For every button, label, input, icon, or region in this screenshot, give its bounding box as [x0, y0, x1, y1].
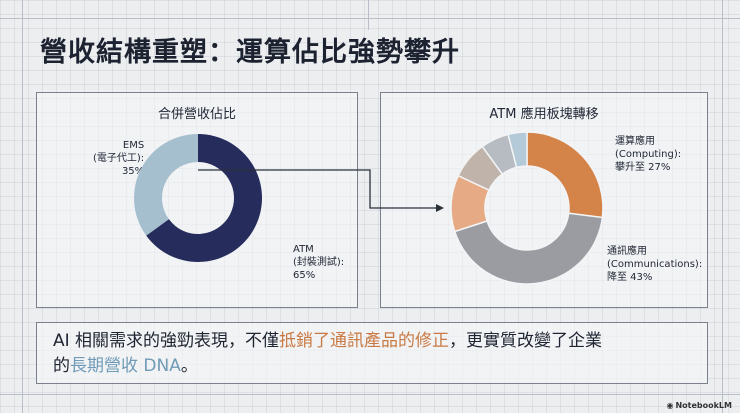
pie-label-line: ATM — [293, 244, 314, 255]
pie-label-line: (Computing): — [615, 149, 682, 160]
donut-chart-atm — [450, 131, 604, 285]
frame-line-right — [722, 0, 723, 413]
pie-label-line: 降至 43% — [607, 272, 653, 283]
atm-slice-1 — [453, 212, 604, 285]
quote-text: ，更實質改變了企業 — [449, 331, 603, 351]
brand-watermark: ◉NotebookLM — [666, 401, 732, 410]
pie-label-line: 運算應用 — [615, 136, 655, 147]
pie-label-line: 通訊應用 — [607, 246, 647, 257]
pie-label-line: (Communications): — [607, 259, 703, 270]
frame-line-top — [0, 18, 740, 19]
frame-line-bottom — [0, 394, 740, 395]
consolidated-slice-1 — [134, 134, 198, 236]
pie-label-line: 35% — [121, 166, 145, 177]
brand-label: NotebookLM — [675, 401, 732, 410]
pie-label-atm: ATM (封裝測試): 65% — [293, 243, 344, 282]
quote-highlight-dna: 長期營收 DNA — [70, 356, 181, 376]
quote-text: 的 — [53, 356, 70, 376]
quote-text: 。 — [180, 356, 198, 376]
pie-label-computing: 運算應用 (Computing): 攀升至 27% — [615, 135, 681, 174]
consolidated-slice-0 — [146, 134, 262, 262]
donut-chart-consolidated — [134, 134, 262, 262]
pie-label-line: 65% — [293, 270, 316, 281]
quote-text: AI 相關需求的強勁表現，不僅 — [53, 331, 280, 351]
frame-line-mid — [368, 0, 369, 30]
connector-arrow-head — [436, 204, 444, 212]
summary-quote: AI 相關需求的強勁表現，不僅抵銷了通訊產品的修正，更實質改變了企業 的長期營收… — [36, 322, 708, 384]
pie-label-line: (封裝測試): — [293, 257, 345, 268]
atm-slice-0 — [526, 131, 604, 219]
pie-label-line: (電子代工): — [93, 153, 145, 164]
atm-slice-5 — [507, 131, 528, 169]
pie-label-communications: 通訊應用 (Communications): 降至 43% — [607, 245, 702, 284]
notebooklm-logo-icon: ◉ — [666, 401, 674, 410]
atm-application-title: ATM 應用板塊轉移 — [489, 107, 599, 122]
quote-highlight-offset: 抵銷了通訊產品的修正 — [279, 331, 450, 351]
pie-label-ems: EMS (電子代工): 35% — [93, 139, 144, 178]
consolidated-revenue-panel: 合併營收佔比 EMS (電子代工): 35% ATM (封裝測試): 65% — [36, 92, 358, 308]
consolidated-revenue-title: 合併營收佔比 — [157, 107, 236, 122]
connector-arrow-line — [198, 169, 438, 209]
page-title: 營收結構重塑：運算佔比強勢攀升 — [40, 37, 460, 68]
pie-label-line: EMS — [122, 140, 145, 151]
pie-label-line: 攀升至 27% — [615, 162, 671, 173]
frame-line-left — [22, 0, 23, 413]
